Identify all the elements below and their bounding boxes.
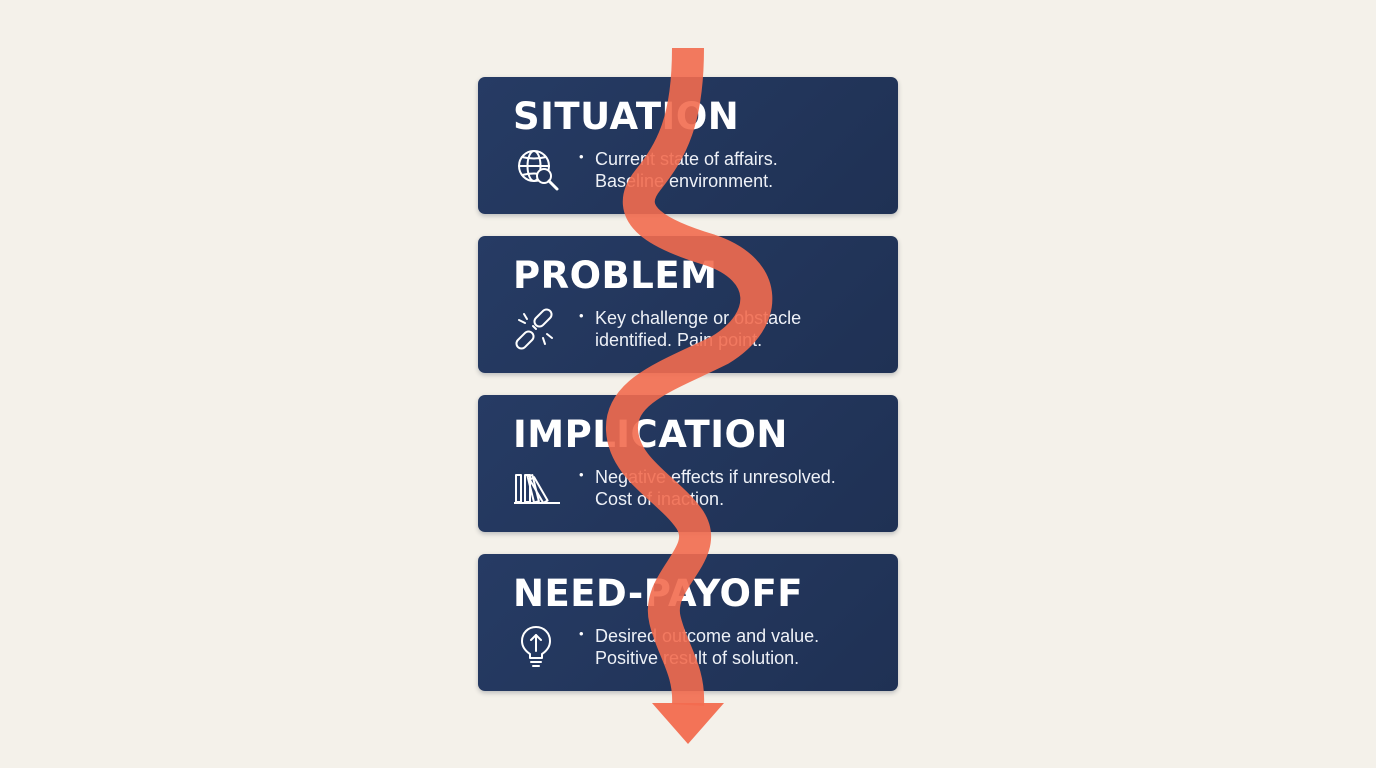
description-line: Desired outcome and value.: [595, 626, 820, 646]
stage-card-need-payoff: NEED-PAYOFF • Desired outcome and value.…: [478, 554, 898, 691]
description-line: Cost of inaction.: [595, 489, 725, 509]
stage-title: IMPLICATION: [513, 413, 788, 456]
stage-card-situation: SITUATION • Current state of affairs. Ba…: [478, 77, 898, 214]
stage-card-implication: IMPLICATION • Negative effects if unreso…: [478, 395, 898, 532]
stage-description: Key challenge or obstacle identified. Pa…: [595, 307, 875, 351]
flow-arrow-head: [652, 703, 724, 744]
description-line: Key challenge or obstacle: [595, 308, 802, 328]
stage-title: NEED-PAYOFF: [513, 572, 804, 615]
stage-card-problem: PROBLEM • Key challenge or obstacle iden…: [478, 236, 898, 373]
broken-link-icon: [514, 306, 562, 352]
stage-description: Negative effects if unresolved. Cost of …: [595, 466, 875, 510]
bullet: •: [579, 149, 584, 164]
stage-title: PROBLEM: [513, 254, 718, 297]
description-line: Negative effects if unresolved.: [595, 467, 836, 487]
description-line: Current state of affairs.: [595, 149, 778, 169]
stage-description: Current state of affairs. Baseline envir…: [595, 148, 875, 192]
bullet: •: [579, 308, 584, 323]
description-line: Positive result of solution.: [595, 648, 800, 668]
stage-description: Desired outcome and value. Positive resu…: [595, 625, 875, 669]
falling-dominoes-icon: [514, 465, 562, 511]
stage-title: SITUATION: [513, 95, 740, 138]
description-line: identified. Pain point.: [595, 330, 763, 350]
globe-search-icon: [514, 147, 562, 193]
bullet: •: [579, 626, 584, 641]
description-line: Baseline environment.: [595, 171, 774, 191]
bullet: •: [579, 467, 584, 482]
lightbulb-arrow-icon: [514, 624, 562, 670]
